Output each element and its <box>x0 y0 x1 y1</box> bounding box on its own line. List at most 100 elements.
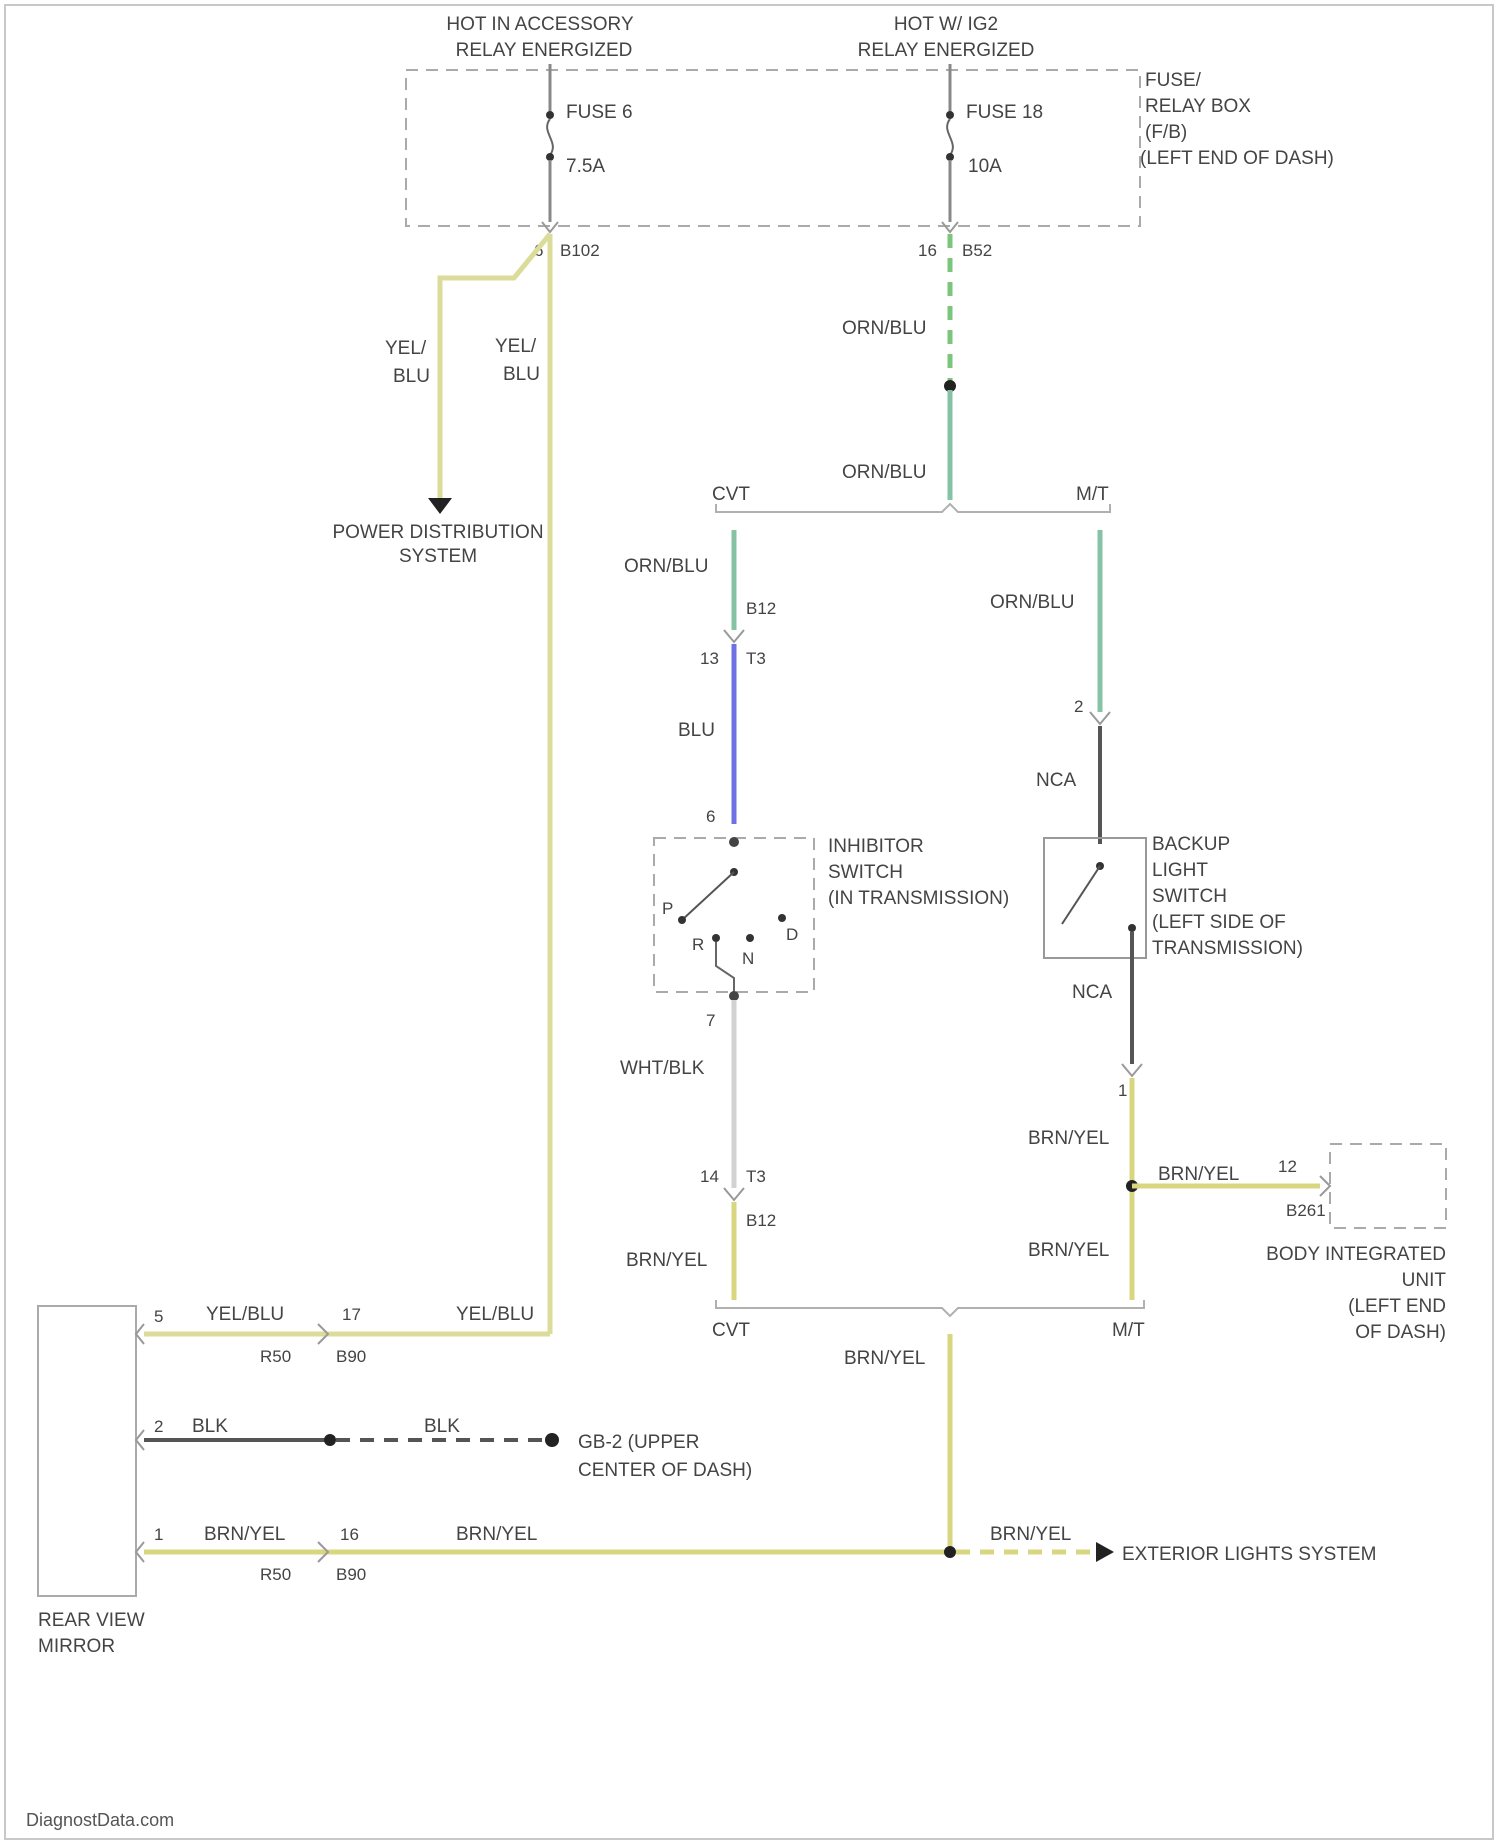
pin-1-mt: 1 <box>1118 1081 1127 1100</box>
connector-b90-bottom: B90 <box>336 1565 366 1584</box>
exterior-arrow <box>1096 1542 1114 1562</box>
connector-b12-symbol-top <box>724 630 744 642</box>
wire-label-yel-blu-mirror-2: YEL/BLU <box>456 1304 534 1325</box>
rear-view-mirror-box <box>38 1306 136 1596</box>
biu-line3: (LEFT END <box>1348 1296 1446 1317</box>
pin-7: 7 <box>706 1011 715 1030</box>
mirror-pin1-symbol <box>136 1542 144 1562</box>
ground-line2: CENTER OF DASH) <box>578 1460 752 1481</box>
biu-line4: OF DASH) <box>1355 1322 1446 1343</box>
fuse-box-desc-1: FUSE/ <box>1145 70 1202 91</box>
biu-box <box>1330 1144 1446 1228</box>
wire-label-yel-2: YEL/ <box>495 336 537 357</box>
fuse-a-name: FUSE 6 <box>566 102 633 123</box>
fuse-a-rating: 7.5A <box>566 156 605 177</box>
wire-label-blu: BLU <box>678 720 715 741</box>
pin-2-mt: 2 <box>1074 697 1083 716</box>
pin-16: 16 <box>918 241 937 260</box>
backup-switch-contact <box>1128 924 1136 932</box>
inhibitor-n-contact <box>746 934 754 942</box>
splice-exterior <box>944 1546 956 1558</box>
wire-label-nca-top: NCA <box>1036 770 1076 791</box>
splice-blk <box>324 1434 336 1446</box>
inhibitor-output-node <box>729 991 739 1001</box>
inhibitor-r-link <box>716 942 734 996</box>
connector-r50-bottom: R50 <box>260 1565 291 1584</box>
inhibitor-line3: (IN TRANSMISSION) <box>828 888 1009 909</box>
wire-label-brn-yel-mt-1: BRN/YEL <box>1028 1128 1109 1149</box>
wire-label-brn-yel-mirror-2: BRN/YEL <box>456 1524 537 1545</box>
pin-16-mirror: 16 <box>340 1525 359 1544</box>
mirror-line1: REAR VIEW <box>38 1610 145 1631</box>
pin-17: 17 <box>342 1305 361 1324</box>
branch-mt-top: M/T <box>1076 484 1109 505</box>
wire-label-wht-blk: WHT/BLK <box>620 1058 705 1079</box>
inhibitor-line2: SWITCH <box>828 862 903 883</box>
hot-right-line2: RELAY ENERGIZED <box>858 40 1035 61</box>
inhibitor-d-contact <box>778 914 786 922</box>
fuse-a-node-top <box>546 111 554 119</box>
branch-cvt-top: CVT <box>712 484 750 505</box>
wire-label-nca-bottom: NCA <box>1072 982 1112 1003</box>
biu-line1: BODY INTEGRATED <box>1266 1244 1446 1265</box>
fuse-a-symbol <box>547 119 553 155</box>
inhibitor-line1: INHIBITOR <box>828 836 924 857</box>
inhibitor-switch-box <box>654 838 814 992</box>
backup-switch-arm <box>1062 866 1100 924</box>
exterior-lights-label: EXTERIOR LIGHTS SYSTEM <box>1122 1544 1376 1565</box>
bracket-top <box>716 504 1110 512</box>
connector-t3-bottom: T3 <box>746 1167 766 1186</box>
mirror-pin5-symbol <box>136 1324 144 1344</box>
connector-b261-symbol <box>1320 1176 1330 1196</box>
connector-mt-top-symbol <box>1090 712 1110 724</box>
inhibitor-contact-arm <box>682 872 734 920</box>
wire-label-yel-blu-mirror-1: YEL/BLU <box>206 1304 284 1325</box>
connector-r50-top: R50 <box>260 1347 291 1366</box>
power-dist-line2: SYSTEM <box>399 546 477 567</box>
inhibitor-p-contact <box>678 916 686 924</box>
watermark: DiagnostData.com <box>26 1810 174 1830</box>
connector-t3-top: T3 <box>746 649 766 668</box>
connector-b12-symbol-bottom <box>724 1188 744 1200</box>
wire-label-orn-blu-2: ORN/BLU <box>842 462 926 483</box>
mirror-pin-2: 2 <box>154 1417 163 1436</box>
fuse-box-desc-4: (LEFT END OF DASH) <box>1140 148 1334 169</box>
hot-right-line1: HOT W/ IG2 <box>894 14 998 35</box>
inhibitor-pos-p: P <box>662 899 673 918</box>
inhibitor-r-contact <box>712 934 720 942</box>
fuse-relay-box <box>406 70 1140 226</box>
fuse-box-desc-3: (F/B) <box>1145 122 1187 143</box>
wire-label-orn-blu-cvt: ORN/BLU <box>624 556 708 577</box>
hot-left-line1: HOT IN ACCESSORY <box>446 14 634 35</box>
inhibitor-pos-r: R <box>692 935 704 954</box>
connector-b261: B261 <box>1286 1201 1326 1220</box>
fuse-a-node-bottom <box>546 153 554 161</box>
ground-line1: GB-2 (UPPER <box>578 1432 699 1453</box>
backup-line2: LIGHT <box>1152 860 1208 881</box>
power-dist-arrow <box>428 498 452 514</box>
branch-mt-bottom: M/T <box>1112 1320 1145 1341</box>
wire-label-brn-yel-common: BRN/YEL <box>844 1348 925 1369</box>
connector-b102: B102 <box>560 241 600 260</box>
mirror-pin-1: 1 <box>154 1525 163 1544</box>
bracket-bottom <box>716 1300 1144 1316</box>
wire-label-blk-2: BLK <box>424 1416 460 1437</box>
backup-line3: SWITCH <box>1152 886 1227 907</box>
wire-label-yel-1: YEL/ <box>385 338 427 359</box>
pin-6-inhibitor: 6 <box>706 807 715 826</box>
wire-label-brn-yel-cvt: BRN/YEL <box>626 1250 707 1271</box>
wire-label-blk-1: BLK <box>192 1416 228 1437</box>
hot-left-line2: RELAY ENERGIZED <box>456 40 633 61</box>
connector-b52: B52 <box>962 241 992 260</box>
wire-label-orn-blu-mt: ORN/BLU <box>990 592 1074 613</box>
fuse-b-node-bottom <box>946 153 954 161</box>
wire-label-blu-1: BLU <box>393 366 430 387</box>
biu-line2: UNIT <box>1402 1270 1447 1291</box>
inhibitor-pos-d: D <box>786 925 798 944</box>
fuse-b-symbol <box>947 119 953 155</box>
wire-label-brn-yel-biu: BRN/YEL <box>1158 1164 1239 1185</box>
wire-label-brn-yel-mirror-1: BRN/YEL <box>204 1524 285 1545</box>
connector-b12-bottom: B12 <box>746 1211 776 1230</box>
wire-label-orn-blu-1: ORN/BLU <box>842 318 926 339</box>
